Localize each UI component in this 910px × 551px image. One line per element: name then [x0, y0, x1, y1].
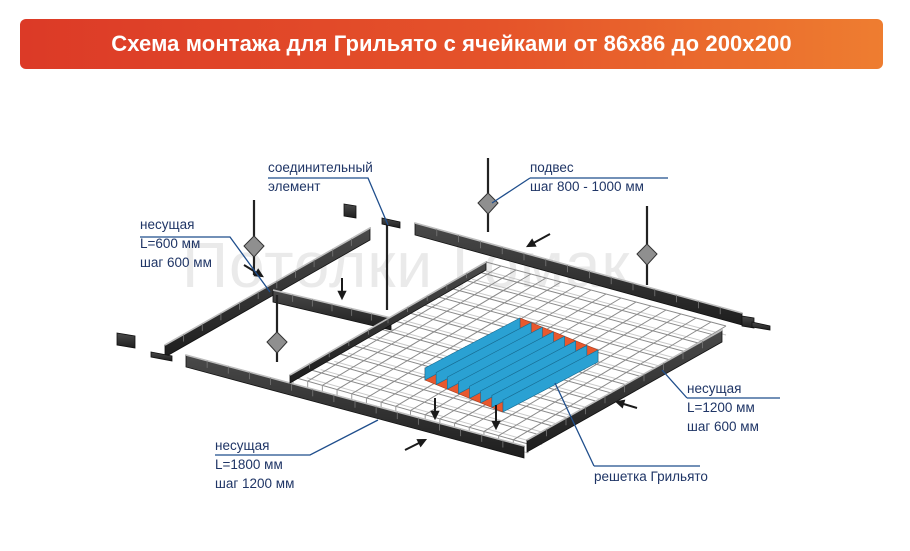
arrow-grid-down-left-head	[430, 410, 440, 421]
carrier-600-line3: шаг 600 мм	[140, 255, 212, 270]
carrier-1200-label: несущая L=1200 мм шаг 600 мм	[687, 379, 759, 436]
leader-lines	[140, 177, 780, 467]
carrier-1200-line3: шаг 600 мм	[687, 419, 759, 434]
connector-label-line2: элемент	[268, 179, 321, 194]
hanger-label: подвес шаг 800 - 1000 мм	[530, 158, 644, 196]
carrier-1800-line2: L=1800 мм	[215, 457, 283, 472]
grid-slat	[366, 281, 562, 399]
carrier-rails	[164, 222, 743, 459]
hanger-label-line1: подвес	[530, 160, 574, 175]
carrier-1200-line2: L=1200 мм	[687, 400, 755, 415]
carrier-600-line2: L=600 мм	[140, 236, 201, 251]
arrow-right-carrier-head	[614, 399, 626, 409]
carrier-1800-back-edge	[414, 222, 743, 314]
grilyato-grid	[424, 317, 599, 413]
grid-label: решетка Грильято	[594, 467, 708, 486]
hanger-clips	[243, 192, 658, 354]
carrier-1200-line1: несущая	[687, 381, 742, 396]
grid-label-line1: решетка Грильято	[594, 469, 708, 484]
arrow-grid-down-head	[491, 420, 501, 431]
carrier-1800-line3: шаг 1200 мм	[215, 476, 295, 491]
grid-slat	[307, 265, 502, 382]
grid-slat	[322, 269, 517, 386]
connector-label-line1: соединительный	[268, 160, 373, 175]
grid-slat	[336, 273, 532, 390]
grid-slat	[513, 321, 712, 441]
hanger-label-line2: шаг 800 - 1000 мм	[530, 179, 644, 194]
arrow-back-carrier-head	[525, 238, 537, 248]
connector-label: соединительный элемент	[268, 158, 373, 196]
connector-pieces	[116, 203, 771, 362]
carrier-1800-label: несущая L=1800 мм шаг 1200 мм	[215, 436, 294, 493]
grilyato-slat-blue	[502, 349, 599, 413]
carrier-600-left-edge	[164, 227, 371, 346]
grid-slat	[498, 317, 697, 437]
direction-arrows	[243, 233, 638, 451]
carrier-600-label: несущая L=600 мм шаг 600 мм	[140, 215, 212, 272]
arrow-front-carrier-head	[416, 438, 428, 448]
grid-slat	[351, 277, 547, 395]
carrier-600-line1: несущая	[140, 217, 195, 232]
title-banner: Схема монтажа для Грильято с ячейками от…	[20, 19, 883, 69]
grid-slat	[483, 313, 682, 432]
carrier-1800-line1: несущая	[215, 438, 270, 453]
page-title: Схема монтажа для Грильято с ячейками от…	[111, 31, 792, 56]
arrow-mid-carrier-head	[337, 290, 347, 301]
